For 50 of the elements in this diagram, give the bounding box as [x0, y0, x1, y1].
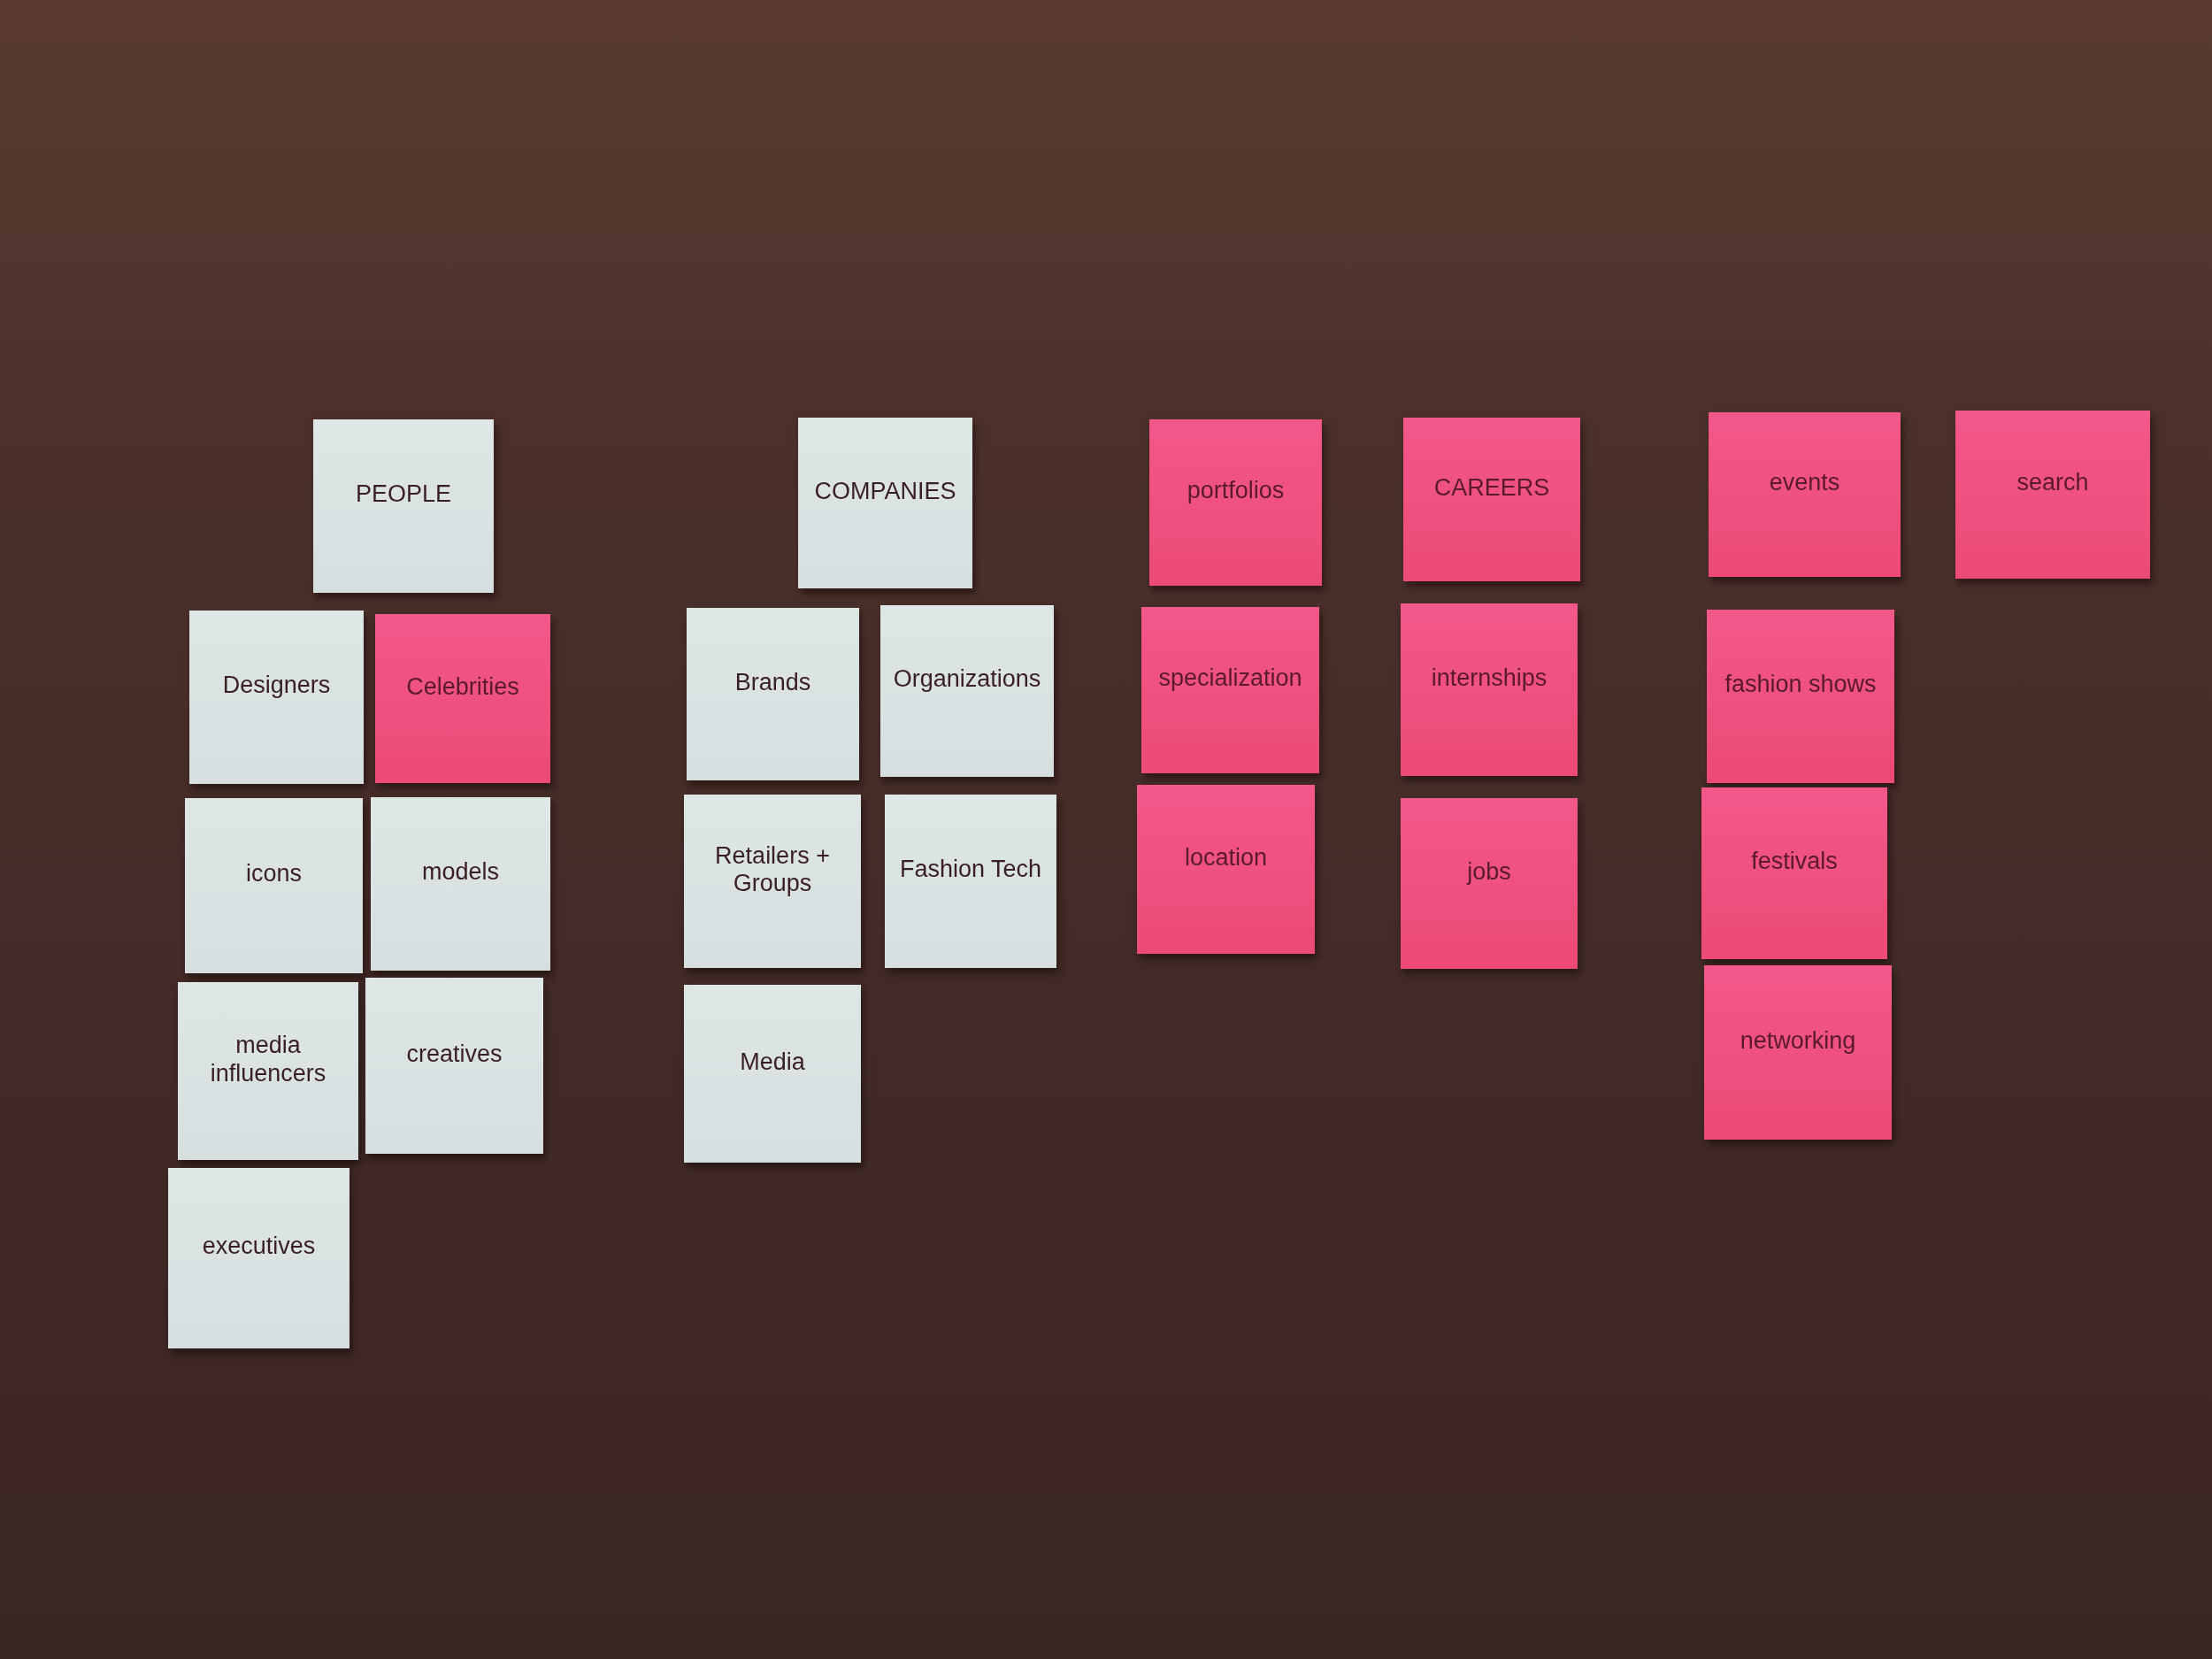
- note-text: icons: [246, 860, 302, 888]
- sticky-note: [168, 1168, 349, 1348]
- sticky-note: [1955, 411, 2150, 579]
- sticky-note: [1704, 965, 1892, 1140]
- note-text: Fashion Tech: [899, 856, 1042, 884]
- note-text: Organizations: [893, 665, 1041, 694]
- sticky-note: [189, 611, 364, 784]
- note-text: internships: [1431, 664, 1548, 692]
- note-text: Designers: [222, 672, 331, 700]
- note-text: search: [2016, 469, 2089, 497]
- note-text: Retailers + Groups: [714, 841, 831, 898]
- sticky-note: [185, 798, 363, 973]
- note-text: COMPANIES: [814, 477, 956, 505]
- note-text: Brands: [734, 668, 811, 696]
- sticky-note: [687, 608, 859, 780]
- sticky-note: [313, 419, 494, 593]
- sticky-note: [1403, 418, 1580, 581]
- note-text: portfolios: [1187, 477, 1285, 505]
- note-text: jobs: [1467, 857, 1511, 886]
- sticky-note: [1137, 785, 1315, 954]
- note-text: models: [421, 858, 499, 887]
- sticky-note: [684, 795, 861, 968]
- note-text: specialization: [1158, 664, 1302, 693]
- note-text: media influencers: [209, 1032, 327, 1087]
- note-text: festivals: [1751, 848, 1838, 876]
- sticky-note: [1701, 787, 1887, 959]
- sticky-note: [1141, 607, 1319, 773]
- sticky-note: [885, 795, 1056, 968]
- note-text: networking: [1740, 1026, 1856, 1055]
- sticky-note: [1401, 603, 1578, 776]
- sticky-note: [178, 982, 358, 1160]
- sticky-note: [880, 605, 1054, 777]
- sticky-note: [1401, 798, 1578, 969]
- note-text: fashion shows: [1724, 671, 1877, 699]
- note-text: Celebrities: [406, 672, 519, 701]
- sticky-note: [798, 418, 972, 588]
- sticky-note: [684, 985, 861, 1163]
- note-text: location: [1184, 843, 1268, 872]
- sticky-note: [1149, 419, 1322, 586]
- sticky-note: [375, 614, 550, 783]
- sticky-note: [365, 978, 543, 1154]
- sticky-note: [1709, 412, 1901, 577]
- sticky-note: [1707, 610, 1894, 783]
- note-text: Media: [740, 1048, 805, 1076]
- note-text: PEOPLE: [355, 480, 452, 509]
- sticky-note: [371, 797, 550, 971]
- note-text: executives: [202, 1233, 316, 1261]
- note-text: creatives: [406, 1040, 503, 1068]
- note-text: events: [1769, 469, 1840, 497]
- note-text: CAREERS: [1433, 473, 1550, 502]
